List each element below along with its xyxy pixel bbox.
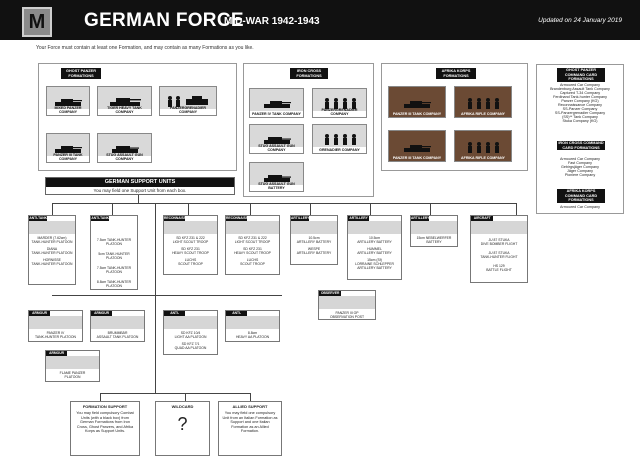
connector-line <box>430 203 431 215</box>
list-item: Ferdinand Tank-hunter Company <box>553 95 607 99</box>
page-subtitle: MID-WAR 1942-1943 <box>224 16 320 27</box>
support-box-observer[interactable]: OBSERVER PANZER III OP OBSERVATION POST <box>318 290 376 320</box>
list-item: SS-Panzergrenadier Company <box>554 111 606 115</box>
formation-card[interactable]: TIGER HEAVY TANK COMPANY <box>97 86 152 116</box>
connector-line <box>138 195 139 203</box>
formation-card[interactable]: PANZER III TANK COMPANY <box>388 130 446 162</box>
wildcard-box[interactable]: WILDCARD ? <box>155 401 210 456</box>
infantry-icon <box>324 134 356 145</box>
connector-line <box>250 203 251 215</box>
formation-card[interactable]: AFRIKA RIFLE COMPANY <box>454 130 512 162</box>
intro-note: Your Force must contain at least one For… <box>36 45 254 51</box>
header-bar: M GERMAN FORCE MID-WAR 1942-1943 Updated… <box>0 0 640 40</box>
formation-card[interactable]: GRENADIER COMPANY <box>312 124 367 154</box>
tank-icon <box>404 101 431 108</box>
formation-card[interactable]: STUG ASSAULT GUN BATTERY <box>249 162 304 192</box>
connector-line <box>155 203 156 393</box>
formation-card[interactable]: MIXED PANZER COMPANY <box>46 86 90 116</box>
connector-line <box>52 295 282 296</box>
infantry-icon <box>468 98 499 109</box>
connector-line <box>112 203 113 215</box>
connector-line <box>52 203 517 204</box>
formation-card[interactable]: PANZERGRENADIER COMPANY <box>159 86 217 116</box>
connector-line <box>52 203 53 215</box>
list-item: Reconnaissance Company <box>557 103 603 107</box>
support-box-artillery[interactable]: ARTILLERY 10.5cm ARTILLERY BATTERY WESPE… <box>290 215 338 265</box>
support-box-anti-aircraft[interactable]: ANTI-AIRCRAFT SD KFZ 10/4 LIGHT AA PLATO… <box>163 310 218 355</box>
list-item: Armoured Car Company <box>560 157 600 161</box>
support-box-reconnaissance[interactable]: RECONNAISSANCE SD KFZ 231 & 222 LIGHT SC… <box>225 215 280 275</box>
list-item: Armoured Car Company <box>560 205 600 209</box>
list-item: Fast Company <box>568 161 592 165</box>
list-item: Stuka Company (KG) <box>562 119 598 123</box>
afrika-korps-group: AFRIKA KORPS FORMATIONS PANZER III TANK … <box>381 63 528 171</box>
support-box-artillery[interactable]: ARTILLERY 15cm NEBELWERFER BATTERY <box>410 215 458 247</box>
assault-gun-icon <box>263 137 291 144</box>
formation-card[interactable]: PANZER IV TANK COMPANY <box>249 88 304 118</box>
connector-line <box>250 393 251 401</box>
section-title: GHOST PANZER COMMAND CARD FORMATIONS <box>557 68 605 82</box>
formation-support-box[interactable]: FORMATION SUPPORT You may field compulso… <box>70 401 140 456</box>
support-box-anti-tank[interactable]: ANTI-TANK 7.5cm TANK-HUNTER PLATOON 5cm … <box>90 215 138 290</box>
support-box-reconnaissance[interactable]: RECONNAISSANCE SD KFZ 231 & 222 LIGHT SC… <box>163 215 218 275</box>
tank-icon <box>404 145 431 152</box>
section-title: IRON CROSS COMMAND CARD FORMATIONS <box>557 141 605 150</box>
connector-line <box>100 393 250 394</box>
iron-cross-group: IRON CROSS FORMATIONS PANZER IV TANK COM… <box>243 63 374 197</box>
allied-support-box[interactable]: ALLIED SUPPORT You may field one compuls… <box>218 401 282 456</box>
connector-line <box>516 203 517 215</box>
question-mark-icon: ? <box>177 414 188 434</box>
connector-line <box>370 203 371 215</box>
tank-icon <box>55 99 82 106</box>
ghost-panzer-group: GHOST PANZER FORMATIONS MIXED PANZER COM… <box>38 63 237 171</box>
logo: M <box>22 7 52 37</box>
connector-line <box>310 203 311 215</box>
list-item: Panzer Company (KG) <box>561 99 599 103</box>
support-box-aircraft[interactable]: AIRCRAFT JU 87 STUKA DIVE BOMBER FLIGHT … <box>470 215 528 283</box>
infantry-icon <box>324 98 356 109</box>
tank-icon <box>109 98 141 106</box>
list-item: (SS)** Tank Company <box>562 115 598 119</box>
assault-gun-icon <box>263 175 291 182</box>
connector-line <box>188 203 189 215</box>
group-title: AFRIKA KORPS FORMATIONS <box>436 68 476 79</box>
tank-icon <box>55 146 82 153</box>
list-item: Gebirgsjäger Company <box>561 165 599 169</box>
support-title: GERMAN SUPPORT UNITS <box>46 178 234 187</box>
list-item: Pioniere Company <box>564 173 596 177</box>
formation-card[interactable]: PANZER III TANK COMPANY <box>46 133 90 163</box>
assault-gun-icon <box>111 146 139 153</box>
list-item: Captured T-34 Company <box>559 91 601 95</box>
formation-card[interactable]: AFRIKA RIFLE COMPANY <box>454 86 512 118</box>
tank-icon <box>263 101 291 108</box>
group-title: GHOST PANZER FORMATIONS <box>61 68 101 79</box>
list-item: Brandenburg Assault Tank Company <box>550 87 610 91</box>
list-item: SS-Panzer Company <box>562 107 598 111</box>
updated-date: Updated on 24 January 2019 <box>538 17 622 24</box>
support-box-anti-aircraft[interactable]: ANTI-AIRCRAFT 8.8cm HEAVY AA PLATOON <box>225 310 280 342</box>
formation-card[interactable]: STUG ASSAULT GUN COMPANY <box>97 133 152 163</box>
connector-line <box>185 393 186 401</box>
section-title: AFRIKA KORPS COMMAND CARD FORMATIONS <box>557 189 605 203</box>
list-item: Armoured Car Company <box>560 83 600 87</box>
formation-card[interactable]: PANZERGRENADIER COMPANY <box>312 88 367 118</box>
support-box-armour[interactable]: ARMOUR FLAME PANZER PLATOON <box>45 350 100 382</box>
support-text: You may field one Support Unit from each… <box>93 188 187 193</box>
group-title: IRON CROSS FORMATIONS <box>290 68 328 79</box>
infantry-icon <box>468 142 499 153</box>
list-item: Jäger Company <box>566 169 594 173</box>
page-title: GERMAN FORCE <box>84 10 244 31</box>
support-units-header: GERMAN SUPPORT UNITS You may field one S… <box>45 177 235 195</box>
support-box-armour[interactable]: ARMOUR BRUMMBÄR ASSAULT TANK PLATOON <box>90 310 145 342</box>
connector-line <box>100 393 101 401</box>
support-box-armour[interactable]: ARMOUR PANZER IV TANK-HUNTER PLATOON <box>28 310 83 342</box>
support-box-artillery[interactable]: ARTILLERY 10.5cm ARTILLERY BATTERY HUMME… <box>347 215 402 280</box>
formation-card[interactable]: STUG ASSAULT GUN COMPANY <box>249 124 304 154</box>
command-card-formations: GHOST PANZER COMMAND CARD FORMATIONS Arm… <box>536 64 624 214</box>
formation-card[interactable]: PANZER III TANK COMPANY <box>388 86 446 118</box>
infantry-icon <box>168 96 208 107</box>
support-box-anti-tank[interactable]: ANTI-TANK MARDER (7.62cm) TANK-HUNTER PL… <box>28 215 76 285</box>
